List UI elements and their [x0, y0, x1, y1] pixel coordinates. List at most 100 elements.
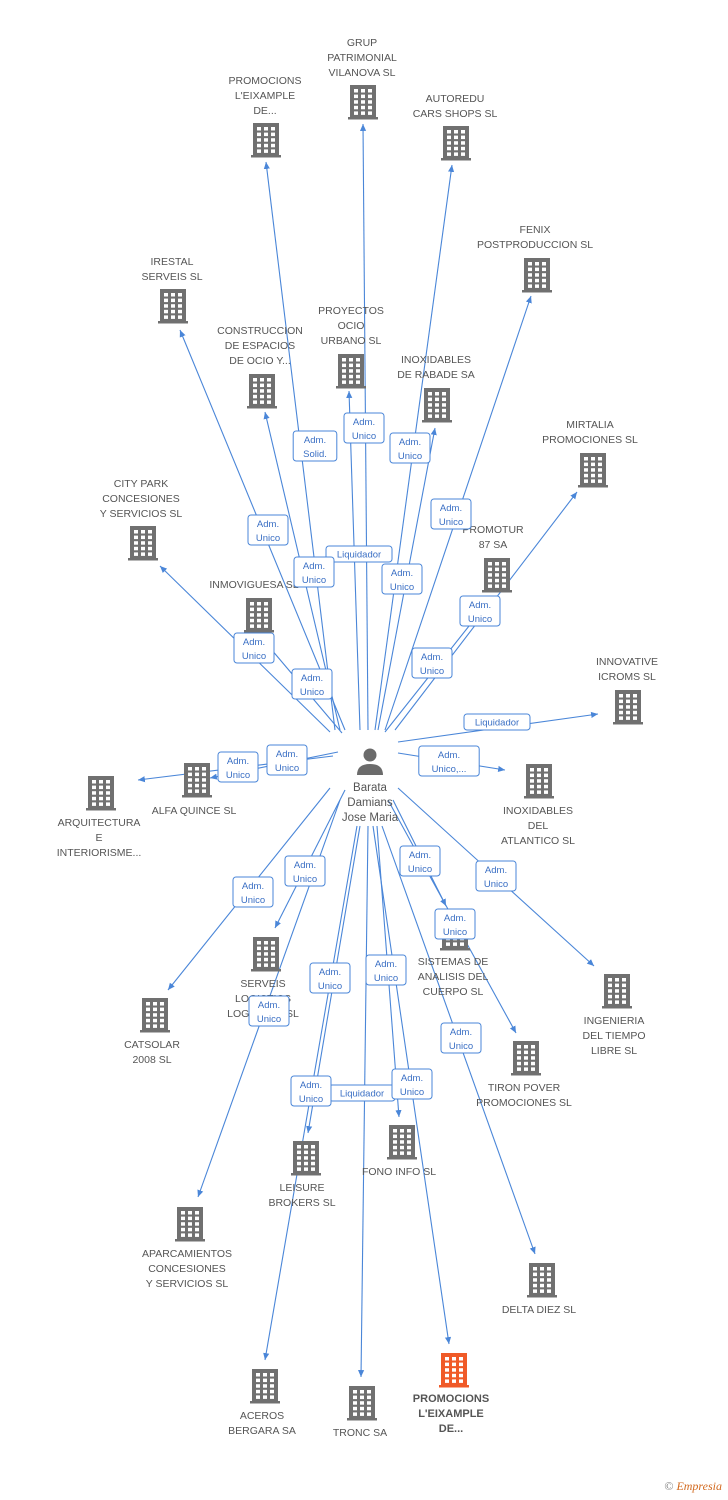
edge-label-leisure[interactable]: Liquidador: [328, 1084, 396, 1102]
edge-label-sistemas[interactable]: Adm.Unico: [399, 845, 441, 877]
edge-label-box: [266, 744, 308, 776]
company-name-line: TIRON POVER: [488, 1082, 561, 1094]
company-name-line: DE OCIO Y...: [229, 355, 290, 367]
edge-label-box: [233, 632, 275, 664]
building-icon: [251, 123, 281, 158]
edge-label-inoxidables_atlantico[interactable]: Adm.Unico,...: [418, 745, 480, 777]
edge-label-tronc[interactable]: Adm.Unico: [290, 1075, 332, 1107]
building-icon: [175, 1207, 205, 1242]
edge-label-serveis[interactable]: Adm.Unico: [284, 855, 326, 887]
company-node-fono[interactable]: FONO INFO SL: [362, 1125, 436, 1178]
person-name-line-2: Damians: [347, 797, 393, 809]
company-name-line: IRESTAL: [151, 256, 194, 268]
edge-label-innovative[interactable]: Liquidador: [463, 713, 531, 731]
company-node-alfa[interactable]: ALFA QUINCE SL: [152, 763, 237, 817]
edge-label-inmoviguesa[interactable]: Adm.Unico: [291, 668, 333, 700]
edge-label-text: Adm.: [440, 503, 462, 514]
edge-label-promocions_top[interactable]: Adm.Solid.: [292, 430, 338, 462]
edge-label-tiron[interactable]: Adm.Unico: [434, 908, 476, 940]
edge-label-ingenieria[interactable]: Adm.Unico: [475, 860, 517, 892]
company-name-line: DE RABADE SA: [397, 369, 475, 381]
company-name-line: APARCAMIENTOS: [142, 1248, 232, 1260]
edge-label-citypark[interactable]: Adm.Unico: [233, 632, 275, 664]
edge-label-construccion[interactable]: Adm.Unico: [293, 556, 335, 588]
edge-label-text: Adm.: [353, 417, 375, 428]
company-name-line: DE...: [253, 105, 276, 117]
edge-label-promocions_bottom[interactable]: Adm.Unico: [391, 1068, 433, 1100]
edge-label-box: [248, 995, 290, 1027]
building-icon: [422, 388, 452, 423]
edge-label-box: [418, 745, 480, 777]
company-name-line: CITY PARK: [114, 478, 168, 490]
edge-label-alfa[interactable]: Adm.Unico: [266, 744, 308, 776]
edge-label-mirtalia[interactable]: Adm.Unico: [459, 595, 501, 627]
edge-label-fenix[interactable]: Adm. Unico: [430, 498, 472, 530]
person-node[interactable]: Barata Damians Jose Maria: [342, 748, 399, 825]
edge-label-box: [325, 545, 393, 563]
company-node-arquitectura[interactable]: ARQUITECTURAEINTERIORISME...: [57, 776, 142, 859]
edge-label-text: Unico: [275, 763, 299, 774]
edge-label-catsolar[interactable]: Adm.Unico: [232, 876, 274, 908]
edge-label-text: Unico: [484, 879, 508, 890]
edge-label-text: Adm.: [444, 913, 466, 924]
company-name-line: LIBRE SL: [591, 1045, 637, 1057]
edge-label-aparcamientos[interactable]: Adm.Unico: [248, 995, 290, 1027]
edge-label-text: Unico: [468, 614, 492, 625]
edge-label-text: Solid.: [303, 449, 327, 460]
edge-label-grup[interactable]: Adm. Unico: [343, 412, 385, 444]
edge-label-promotur[interactable]: Adm.Unico: [411, 647, 453, 679]
company-name-line: TRONC SA: [333, 1427, 387, 1439]
company-node-delta[interactable]: DELTA DIEZ SL: [502, 1263, 576, 1316]
edge-label-autoredu[interactable]: Adm.Unico: [389, 432, 431, 464]
edge-label-arquitectura[interactable]: Adm.Unico: [217, 751, 259, 783]
company-node-promocions_bottom[interactable]: PROMOCIONSL'EIXAMPLEDE...: [413, 1353, 489, 1435]
edge-label-proyectos[interactable]: Liquidador: [325, 545, 393, 563]
building-icon: [348, 85, 378, 120]
building-icon: [522, 258, 552, 293]
edge-label-delta[interactable]: Adm.Unico: [440, 1022, 482, 1054]
edge-label-inoxidables_rabade[interactable]: Adm.Unico: [381, 563, 423, 595]
edge-label-fono[interactable]: Adm.Unico: [365, 954, 407, 986]
edge-label-text: Adm.: [438, 750, 460, 761]
copyright-symbol: ©: [664, 1479, 674, 1493]
edge-label-irestal[interactable]: Adm.Unico: [247, 514, 289, 546]
company-name-line: Y SERVICIOS SL: [100, 508, 183, 520]
edge-label-aceros[interactable]: Adm.Unico: [309, 962, 351, 994]
edge-label-text: Unico: [318, 981, 342, 992]
edge-label-box: [440, 1022, 482, 1054]
building-icon: [128, 526, 158, 561]
company-name-line: CUERPO SL: [423, 986, 484, 998]
footer-credit: © Empresia: [664, 1479, 722, 1494]
edge-label-text: Unico: [374, 973, 398, 984]
person-icon: [357, 748, 383, 775]
edge-label-text: Unico: [352, 431, 376, 442]
edge-label-text: Unico: [293, 874, 317, 885]
edge-label-text: Liquidador: [340, 1089, 384, 1100]
company-node-promocions_top[interactable]: PROMOCIONSL'EIXAMPLEDE...: [229, 75, 302, 158]
edge-label-text: Unico: [439, 517, 463, 528]
company-name-line: E: [95, 832, 102, 844]
company-node-tronc[interactable]: TRONC SA: [333, 1386, 387, 1439]
edge-label-box: [232, 876, 274, 908]
building-icon: [439, 1353, 469, 1388]
edge-label-text: Adm.: [303, 561, 325, 572]
company-node-inmoviguesa[interactable]: INMOVIGUESA SL: [209, 579, 299, 633]
